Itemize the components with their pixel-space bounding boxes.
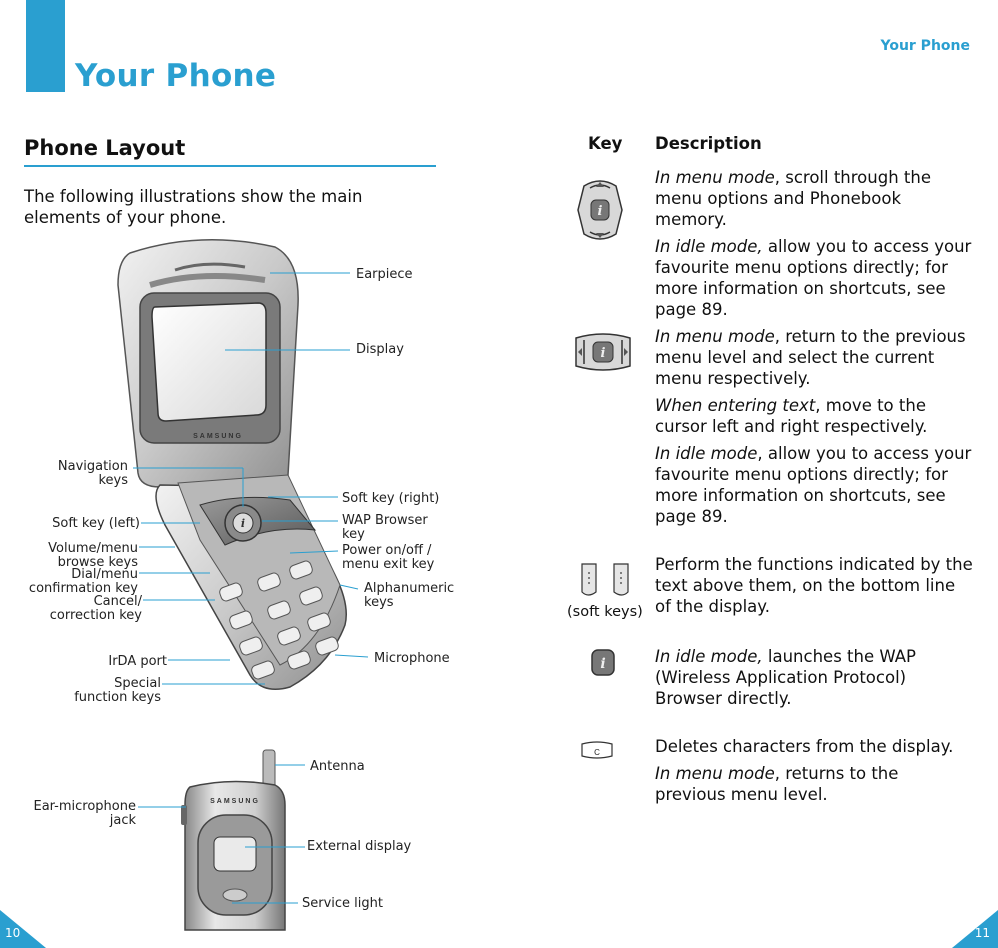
table-header-key: Key [588, 134, 622, 153]
description-row-c-key: Deletes characters from the display. In … [655, 736, 973, 811]
desc-paragraph: Deletes characters from the display. [655, 736, 973, 757]
callout-display: Display [356, 343, 404, 357]
callout-microphone: Microphone [374, 652, 450, 666]
svg-text:i: i [600, 656, 605, 672]
callout-service-light: Service light [302, 897, 383, 911]
page-number-left: 10 [5, 926, 20, 940]
desc-paragraph: In menu mode, returns to the previous me… [655, 763, 973, 805]
desc-paragraph: In idle mode, allow you to access your f… [655, 443, 973, 527]
desc-paragraph: In menu mode, return to the previous men… [655, 326, 973, 389]
callout-antenna: Antenna [310, 760, 365, 774]
wap-key-icon: i [590, 648, 616, 678]
callout-soft-key-right: Soft key (right) [342, 492, 439, 506]
callout-cancel-key: Cancel/correction key [20, 595, 142, 622]
phone-brand-logo: SAMSUNG [193, 433, 243, 440]
callout-power-key: Power on/off /menu exit key [342, 544, 434, 571]
left-right-keys-icon: i [572, 332, 634, 372]
svg-text:SAMSUNG: SAMSUNG [210, 798, 260, 805]
svg-text:i: i [598, 204, 603, 219]
navigation-keys-icon: i [576, 176, 624, 244]
soft-keys-icon [578, 560, 632, 600]
desc-paragraph: In menu mode, scroll through the menu op… [655, 167, 973, 230]
table-header-description: Description [655, 134, 762, 153]
chapter-title: Your Phone [75, 58, 276, 94]
callout-external-display: External display [307, 840, 411, 854]
soft-keys-caption: (soft keys) [567, 604, 643, 620]
description-row-soft-keys: Perform the functions indicated by the t… [655, 554, 973, 623]
svg-text:i: i [601, 346, 606, 361]
callout-soft-key-left: Soft key (left) [20, 517, 140, 531]
description-row-left-right: In menu mode, return to the previous men… [655, 326, 973, 533]
desc-paragraph: In idle mode, allow you to access your f… [655, 236, 973, 320]
svg-text:i: i [241, 517, 245, 530]
description-row-navigation: In menu mode, scroll through the menu op… [655, 167, 973, 326]
svg-text:C: C [594, 748, 600, 757]
desc-paragraph: In idle mode, launches the WAP (Wireless… [655, 646, 973, 709]
desc-paragraph: Perform the functions indicated by the t… [655, 554, 973, 617]
c-key-icon: C [580, 740, 614, 762]
section-title: Phone Layout [24, 136, 185, 160]
section-rule [24, 165, 436, 167]
intro-text: The following illustrations show the mai… [24, 186, 444, 228]
callout-irda-port: IrDA port [60, 655, 167, 669]
chapter-accent-bar [26, 0, 65, 92]
page-number-right: 11 [975, 926, 990, 940]
callout-earpiece: Earpiece [356, 268, 413, 282]
running-header: Your Phone [880, 38, 970, 54]
desc-paragraph: When entering text, move to the cursor l… [655, 395, 973, 437]
description-row-wap: In idle mode, launches the WAP (Wireless… [655, 646, 973, 715]
